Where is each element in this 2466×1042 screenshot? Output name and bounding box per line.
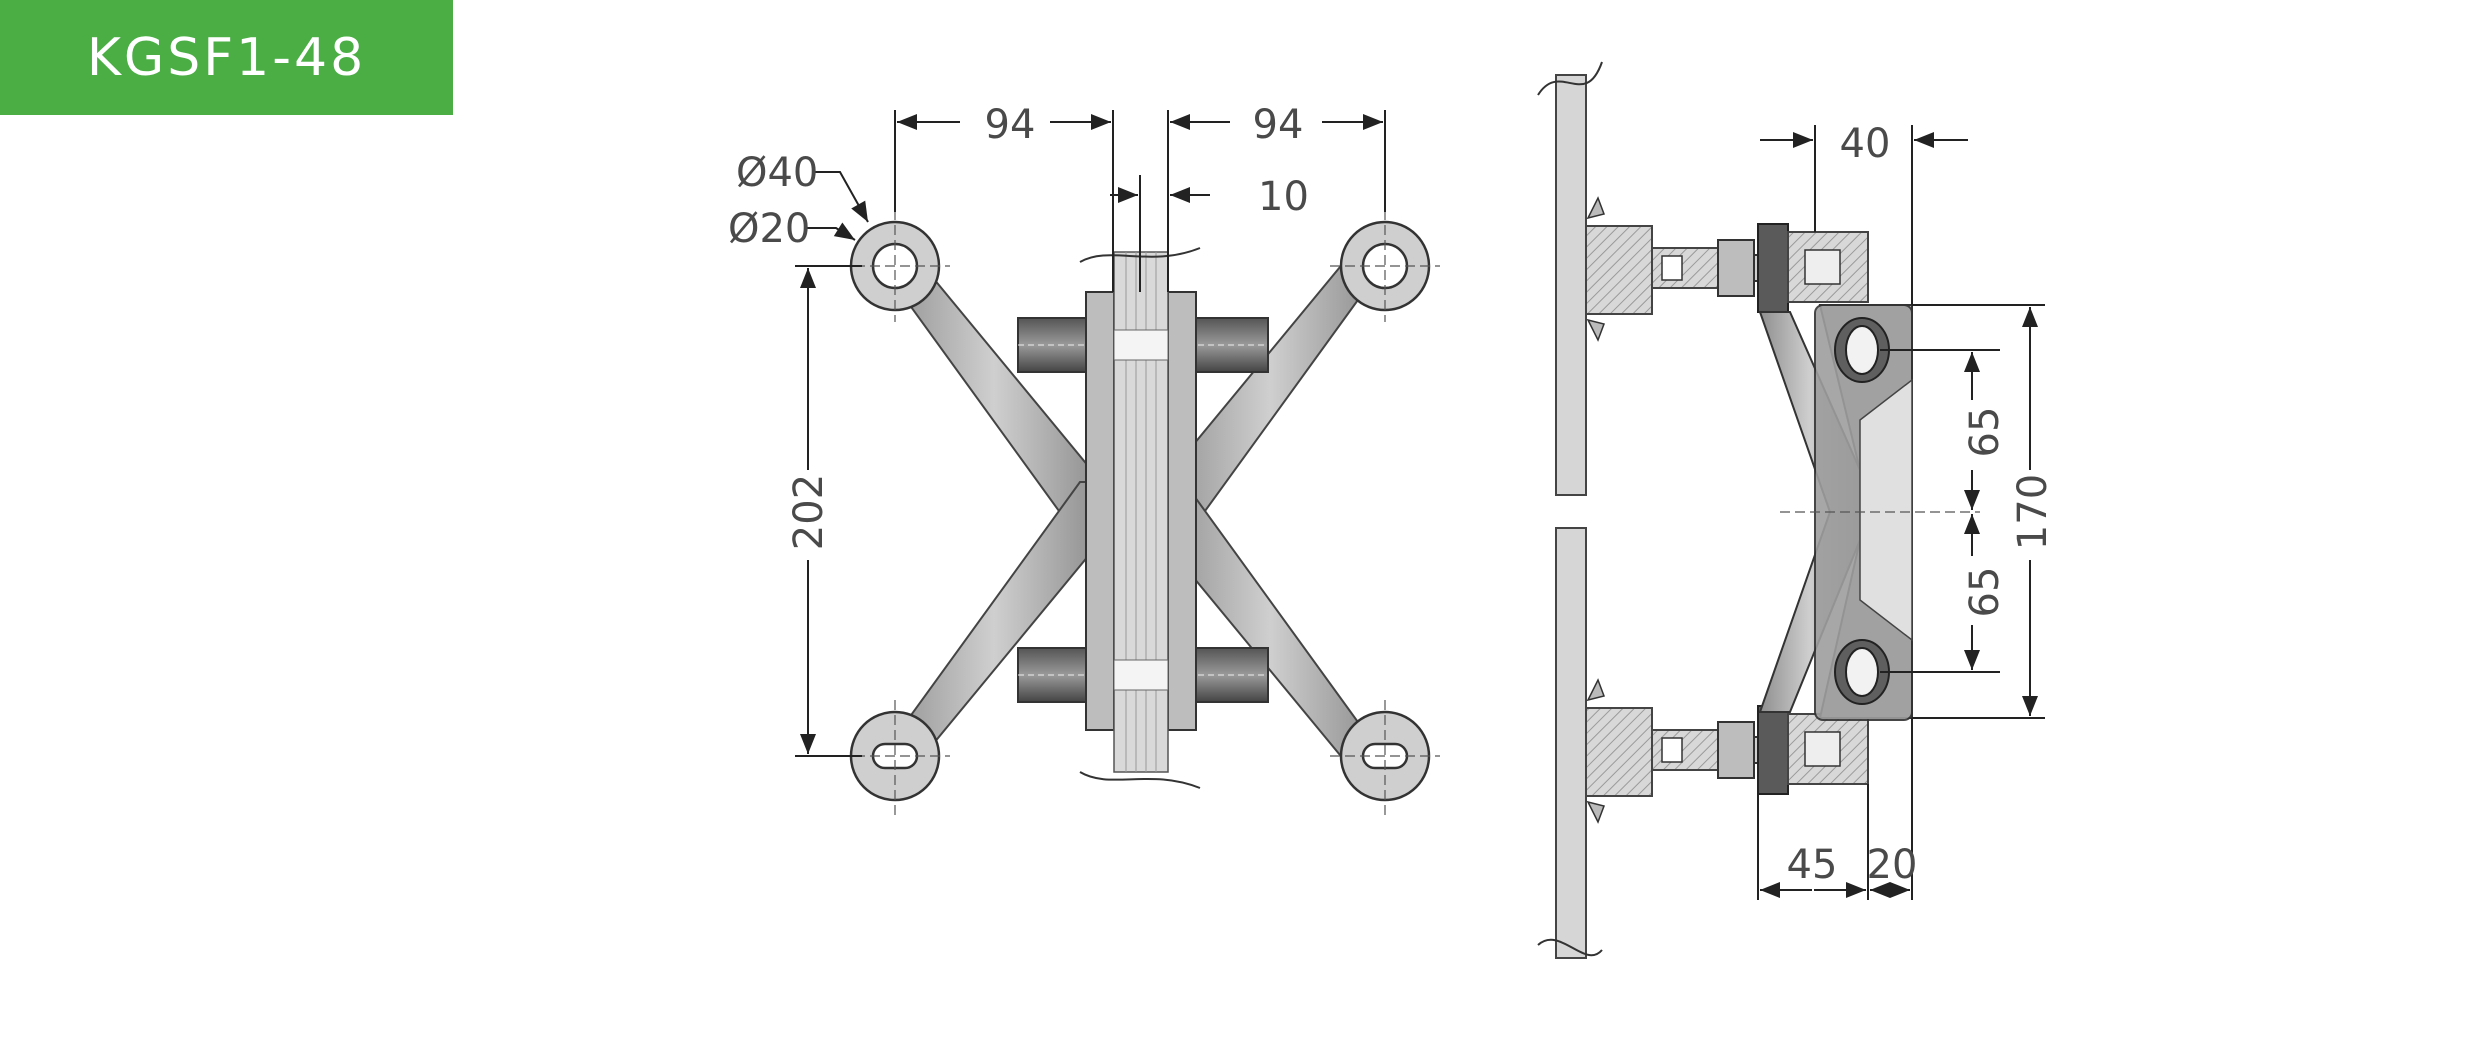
front-view: 94 94 10 Ø40 Ø20 202: [728, 102, 1440, 815]
dim-bottom-end: 20: [1867, 842, 1918, 888]
dim-bottom-depth: 45: [1787, 842, 1838, 888]
dim-lower-pitch: 65: [1962, 567, 2008, 618]
dim-upper-pitch: 65: [1962, 407, 2008, 458]
dim-outer-diameter: Ø40: [736, 150, 818, 196]
dim-total-height: 170: [2010, 474, 2056, 550]
dim-left-span: 94: [985, 102, 1036, 148]
lower-fitting: [1585, 678, 1869, 824]
dim-offset-top: 40: [1840, 121, 1891, 167]
model-badge: KGSF1-48: [0, 0, 453, 115]
side-view: 40 65 65 170 45 20: [1537, 61, 2056, 959]
dim-inner-diameter: Ø20: [728, 206, 810, 252]
front-dimension-lines: [795, 110, 1386, 757]
side-glass: [1537, 61, 1603, 959]
upper-fitting: [1585, 196, 1869, 342]
dim-right-span: 94: [1253, 102, 1304, 148]
dim-center-gap: 10: [1258, 174, 1309, 220]
spider-side-body: [1758, 304, 1980, 721]
center-plates: [1079, 247, 1201, 789]
front-disks: [840, 210, 1440, 815]
dim-vertical-span: 202: [786, 474, 832, 550]
model-code: KGSF1-48: [86, 27, 367, 88]
side-dimension-lines: [1757, 125, 2045, 900]
